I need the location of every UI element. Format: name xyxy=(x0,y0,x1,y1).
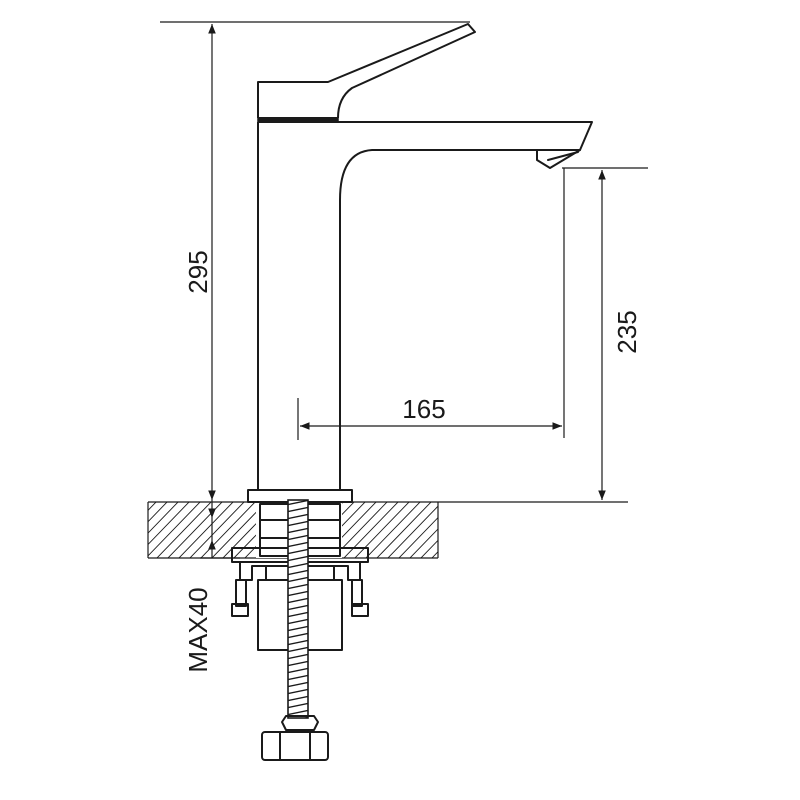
hatch-line xyxy=(354,502,410,558)
thread-line xyxy=(288,646,308,653)
hatch-line xyxy=(189,502,245,558)
thread-line xyxy=(288,660,308,667)
label-spout-reach: 165 xyxy=(402,394,445,424)
hatch-line xyxy=(148,502,179,534)
thread-line xyxy=(288,695,308,702)
dimension-overall-height: 295 xyxy=(160,21,470,500)
thread-line xyxy=(288,520,308,527)
dimension-spout-reach: 165 xyxy=(300,168,565,438)
thread-line xyxy=(288,604,308,611)
thread-line xyxy=(288,590,308,597)
hatch-line xyxy=(148,502,190,546)
thread-line xyxy=(288,688,308,695)
threaded-rod xyxy=(287,499,309,719)
hatch-line xyxy=(148,502,201,557)
thread-line xyxy=(288,702,308,709)
dimension-max-deck: MAX40 xyxy=(183,500,240,673)
label-spout-height: 235 xyxy=(612,310,642,353)
hatch-line xyxy=(376,502,432,558)
thread-line xyxy=(288,513,308,520)
hatch-line xyxy=(156,502,212,558)
thread-line xyxy=(288,681,308,688)
hatch-line xyxy=(343,502,399,558)
thread-line xyxy=(288,527,308,534)
hatch-line xyxy=(178,502,234,558)
thread-line xyxy=(288,583,308,590)
stud-right xyxy=(351,579,363,607)
thread-line xyxy=(288,639,308,646)
label-overall-height: 295 xyxy=(183,250,213,293)
hatch-line xyxy=(463,500,521,560)
hatch-line xyxy=(420,539,438,558)
dimension-spout-height: 235 xyxy=(562,167,648,500)
thread-line xyxy=(288,541,308,548)
thread-line xyxy=(288,548,308,555)
hatch-line xyxy=(398,516,438,558)
hatch-line xyxy=(452,500,510,560)
faucet-body xyxy=(257,121,593,491)
thread-line xyxy=(288,534,308,541)
label-max-deck: MAX40 xyxy=(183,587,213,672)
thread-line xyxy=(288,632,308,639)
thread-line xyxy=(288,653,308,660)
countertop-section xyxy=(147,500,628,560)
thread-line xyxy=(288,667,308,674)
thread-line xyxy=(288,506,308,513)
thread-line xyxy=(288,674,308,681)
hatch-line xyxy=(431,551,438,558)
thread-line xyxy=(288,625,308,632)
hose-fitting xyxy=(261,715,329,761)
aerator xyxy=(536,149,581,169)
thread-line xyxy=(288,709,308,716)
thread-line xyxy=(288,576,308,583)
hatch-line xyxy=(387,505,438,558)
stud-left xyxy=(235,579,247,607)
lever-handle xyxy=(257,23,476,121)
hatch-line xyxy=(365,502,421,558)
thread-line xyxy=(301,716,308,718)
hatch-line xyxy=(409,528,438,558)
hatch-line xyxy=(474,500,532,560)
hatch-line xyxy=(200,502,256,558)
thread-line xyxy=(288,562,308,569)
thread-line xyxy=(288,618,308,625)
thread-line xyxy=(288,611,308,618)
thread-line xyxy=(288,555,308,562)
thread-line xyxy=(288,569,308,576)
thread-line xyxy=(288,597,308,604)
hatch-line xyxy=(148,502,168,523)
hatch-line xyxy=(441,500,499,560)
thread-line xyxy=(288,500,308,506)
